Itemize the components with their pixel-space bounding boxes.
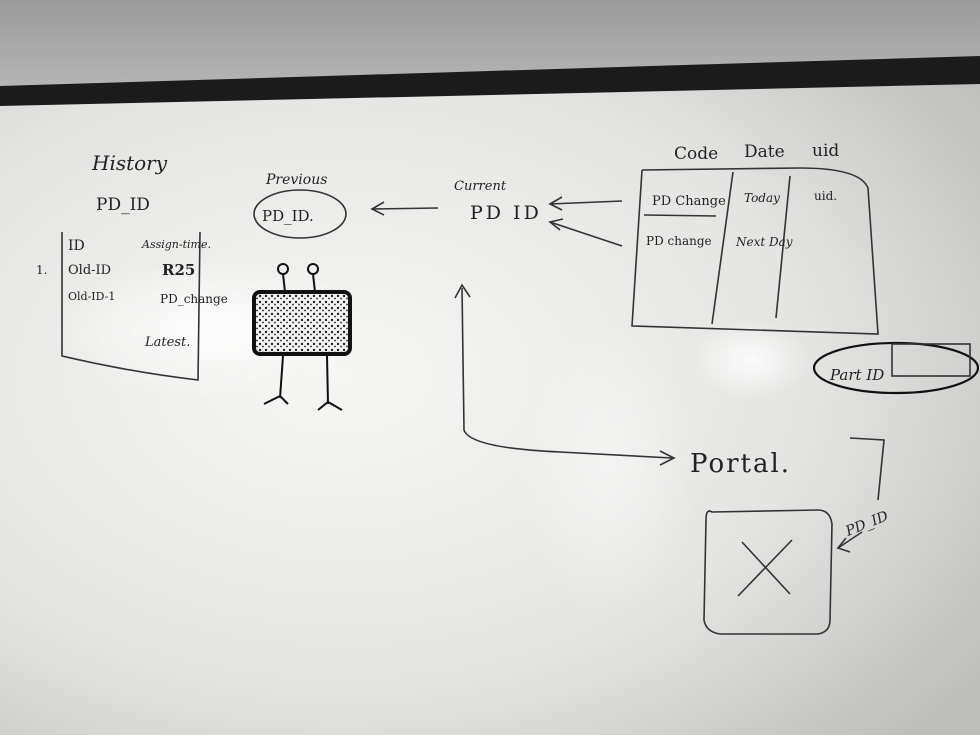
- history-section: History PD_ID ID Assign-time. 1. Old-ID …: [36, 151, 228, 381]
- history-row-marker: 1.: [36, 263, 47, 277]
- current-section: Current PD ID: [454, 179, 542, 224]
- portal-label: Portal.: [690, 449, 791, 479]
- board-top-frame: [0, 56, 980, 106]
- whiteboard-surface: [0, 84, 980, 735]
- history-row2-value: PD_change: [160, 292, 228, 306]
- part-id-section: Part ID: [812, 341, 980, 395]
- robot-doodle: [252, 263, 352, 411]
- part-id-label: Part ID: [829, 366, 884, 384]
- history-row1-value: R25: [162, 261, 195, 279]
- arrows-to-current: [548, 196, 623, 247]
- previous-section: Previous PD_ID.: [253, 172, 347, 239]
- history-subtitle: PD_ID: [96, 195, 150, 215]
- table-row1-date: Today: [744, 191, 780, 205]
- glare-right: [690, 320, 810, 400]
- table-row1-uid: uid.: [814, 189, 837, 203]
- previous-label: Previous: [265, 172, 327, 188]
- history-footer: Latest.: [144, 335, 190, 350]
- previous-value: PD_ID.: [262, 207, 314, 225]
- history-table-outline: [61, 231, 201, 381]
- glare-center: [520, 320, 700, 620]
- current-value: PD ID: [470, 202, 542, 224]
- history-col-id: ID: [68, 238, 85, 254]
- table-header-uid: uid: [812, 141, 839, 161]
- table-outline: [631, 167, 879, 335]
- history-row1-id: Old-ID: [68, 263, 111, 278]
- part-id-oval: [812, 341, 980, 395]
- part-id-input-box: [891, 343, 971, 377]
- arrow-to-previous: [370, 201, 439, 216]
- table-row1-code: PD Change: [652, 194, 726, 209]
- arrow-current-portal: [454, 283, 676, 466]
- previous-oval: [253, 189, 347, 239]
- portal-window-box: [703, 509, 833, 635]
- table-row2-date: Next Day: [735, 235, 793, 249]
- robot-body: [252, 290, 352, 356]
- current-label: Current: [454, 179, 507, 194]
- history-title: History: [91, 151, 168, 175]
- table-row2-code: PD change: [646, 234, 712, 248]
- table-header-date: Date: [744, 142, 785, 162]
- history-row2-id: Old-ID-1: [68, 290, 115, 303]
- history-col-assign: Assign-time.: [141, 238, 211, 251]
- code-table: Code Date uid PD Change Today uid. PD ch…: [631, 141, 879, 335]
- table-header-code: Code: [674, 144, 718, 164]
